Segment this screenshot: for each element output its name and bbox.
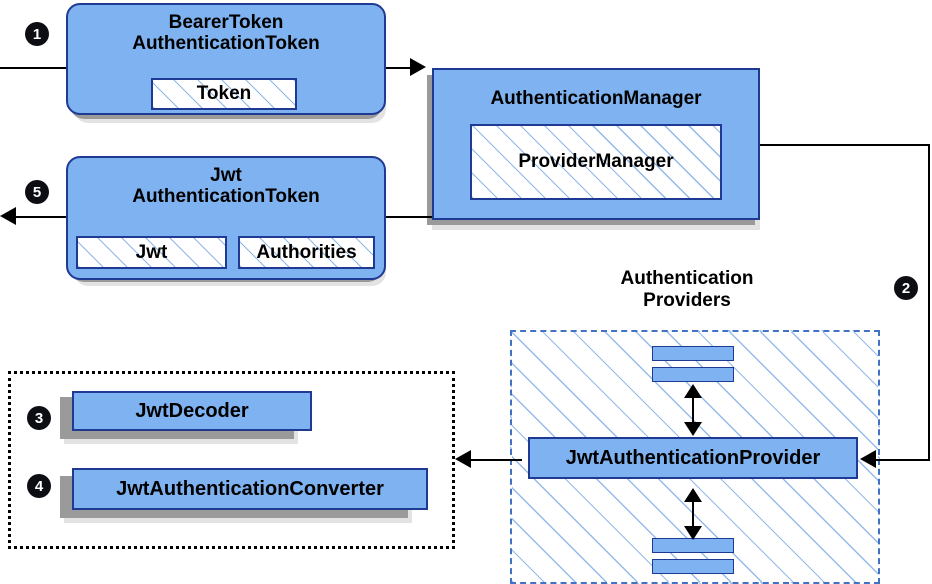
provider-link-line-bottom	[692, 496, 694, 532]
step2-line-right	[928, 144, 930, 460]
arrowhead-provider-bottom-down	[684, 526, 702, 540]
arrowhead-bearer-to-manager	[410, 58, 426, 76]
jwt-decoder-label: JwtDecoder	[135, 399, 249, 422]
provider-placeholder-bar-bottom-2	[652, 559, 734, 574]
node-jwt-authentication-converter[interactable]: JwtAuthenticationConverter	[72, 468, 428, 510]
provider-placeholder-bar-top-1	[652, 346, 734, 361]
arrowhead-into-decoder-group	[455, 450, 471, 468]
step2-line-bottom	[876, 459, 930, 461]
arrowhead-provider-bottom-up	[684, 488, 702, 502]
inner-token-box: Token	[151, 78, 297, 110]
step-badge-3: 3	[27, 406, 51, 430]
provider-placeholder-bar-top-2	[652, 367, 734, 382]
node-jwt-decoder[interactable]: JwtDecoder	[72, 391, 312, 431]
bearer-token-label: BearerToken AuthenticationToken	[132, 12, 320, 55]
line-jwt-token-outgoing	[16, 216, 68, 218]
arrowhead-step2-into-provider	[860, 450, 876, 468]
line-manager-to-jwt-token	[386, 216, 432, 218]
arrowhead-outgoing-response	[0, 207, 16, 225]
incoming-request-line	[0, 67, 70, 69]
step2-line-top	[758, 144, 930, 146]
jwt-support-components-group	[8, 371, 455, 549]
arrowhead-provider-top-up	[684, 384, 702, 398]
step-badge-5: 5	[25, 180, 49, 204]
jwt-token-label: Jwt AuthenticationToken	[132, 165, 320, 208]
authentication-providers-caption: Authentication Providers	[620, 268, 754, 312]
jwt-converter-label: JwtAuthenticationConverter	[116, 477, 384, 500]
provider-placeholder-bar-bottom-1	[652, 538, 734, 553]
node-jwt-authentication-provider[interactable]: JwtAuthenticationProvider	[528, 437, 858, 479]
inner-provider-manager-box: ProviderManager	[470, 124, 722, 200]
step-badge-1: 1	[25, 22, 49, 46]
step-badge-4: 4	[27, 474, 51, 498]
arrowhead-provider-top-down	[684, 422, 702, 436]
jwt-provider-label: JwtAuthenticationProvider	[565, 446, 821, 469]
line-provider-to-decoder-group	[470, 459, 522, 461]
step-badge-2: 2	[894, 276, 918, 300]
provider-link-line-top	[692, 392, 694, 428]
inner-authorities-box: Authorities	[238, 236, 375, 269]
arrow-line-bearer-to-manager	[386, 67, 421, 69]
authentication-manager-label: AuthenticationManager	[490, 88, 702, 109]
inner-jwt-box: Jwt	[76, 236, 227, 269]
